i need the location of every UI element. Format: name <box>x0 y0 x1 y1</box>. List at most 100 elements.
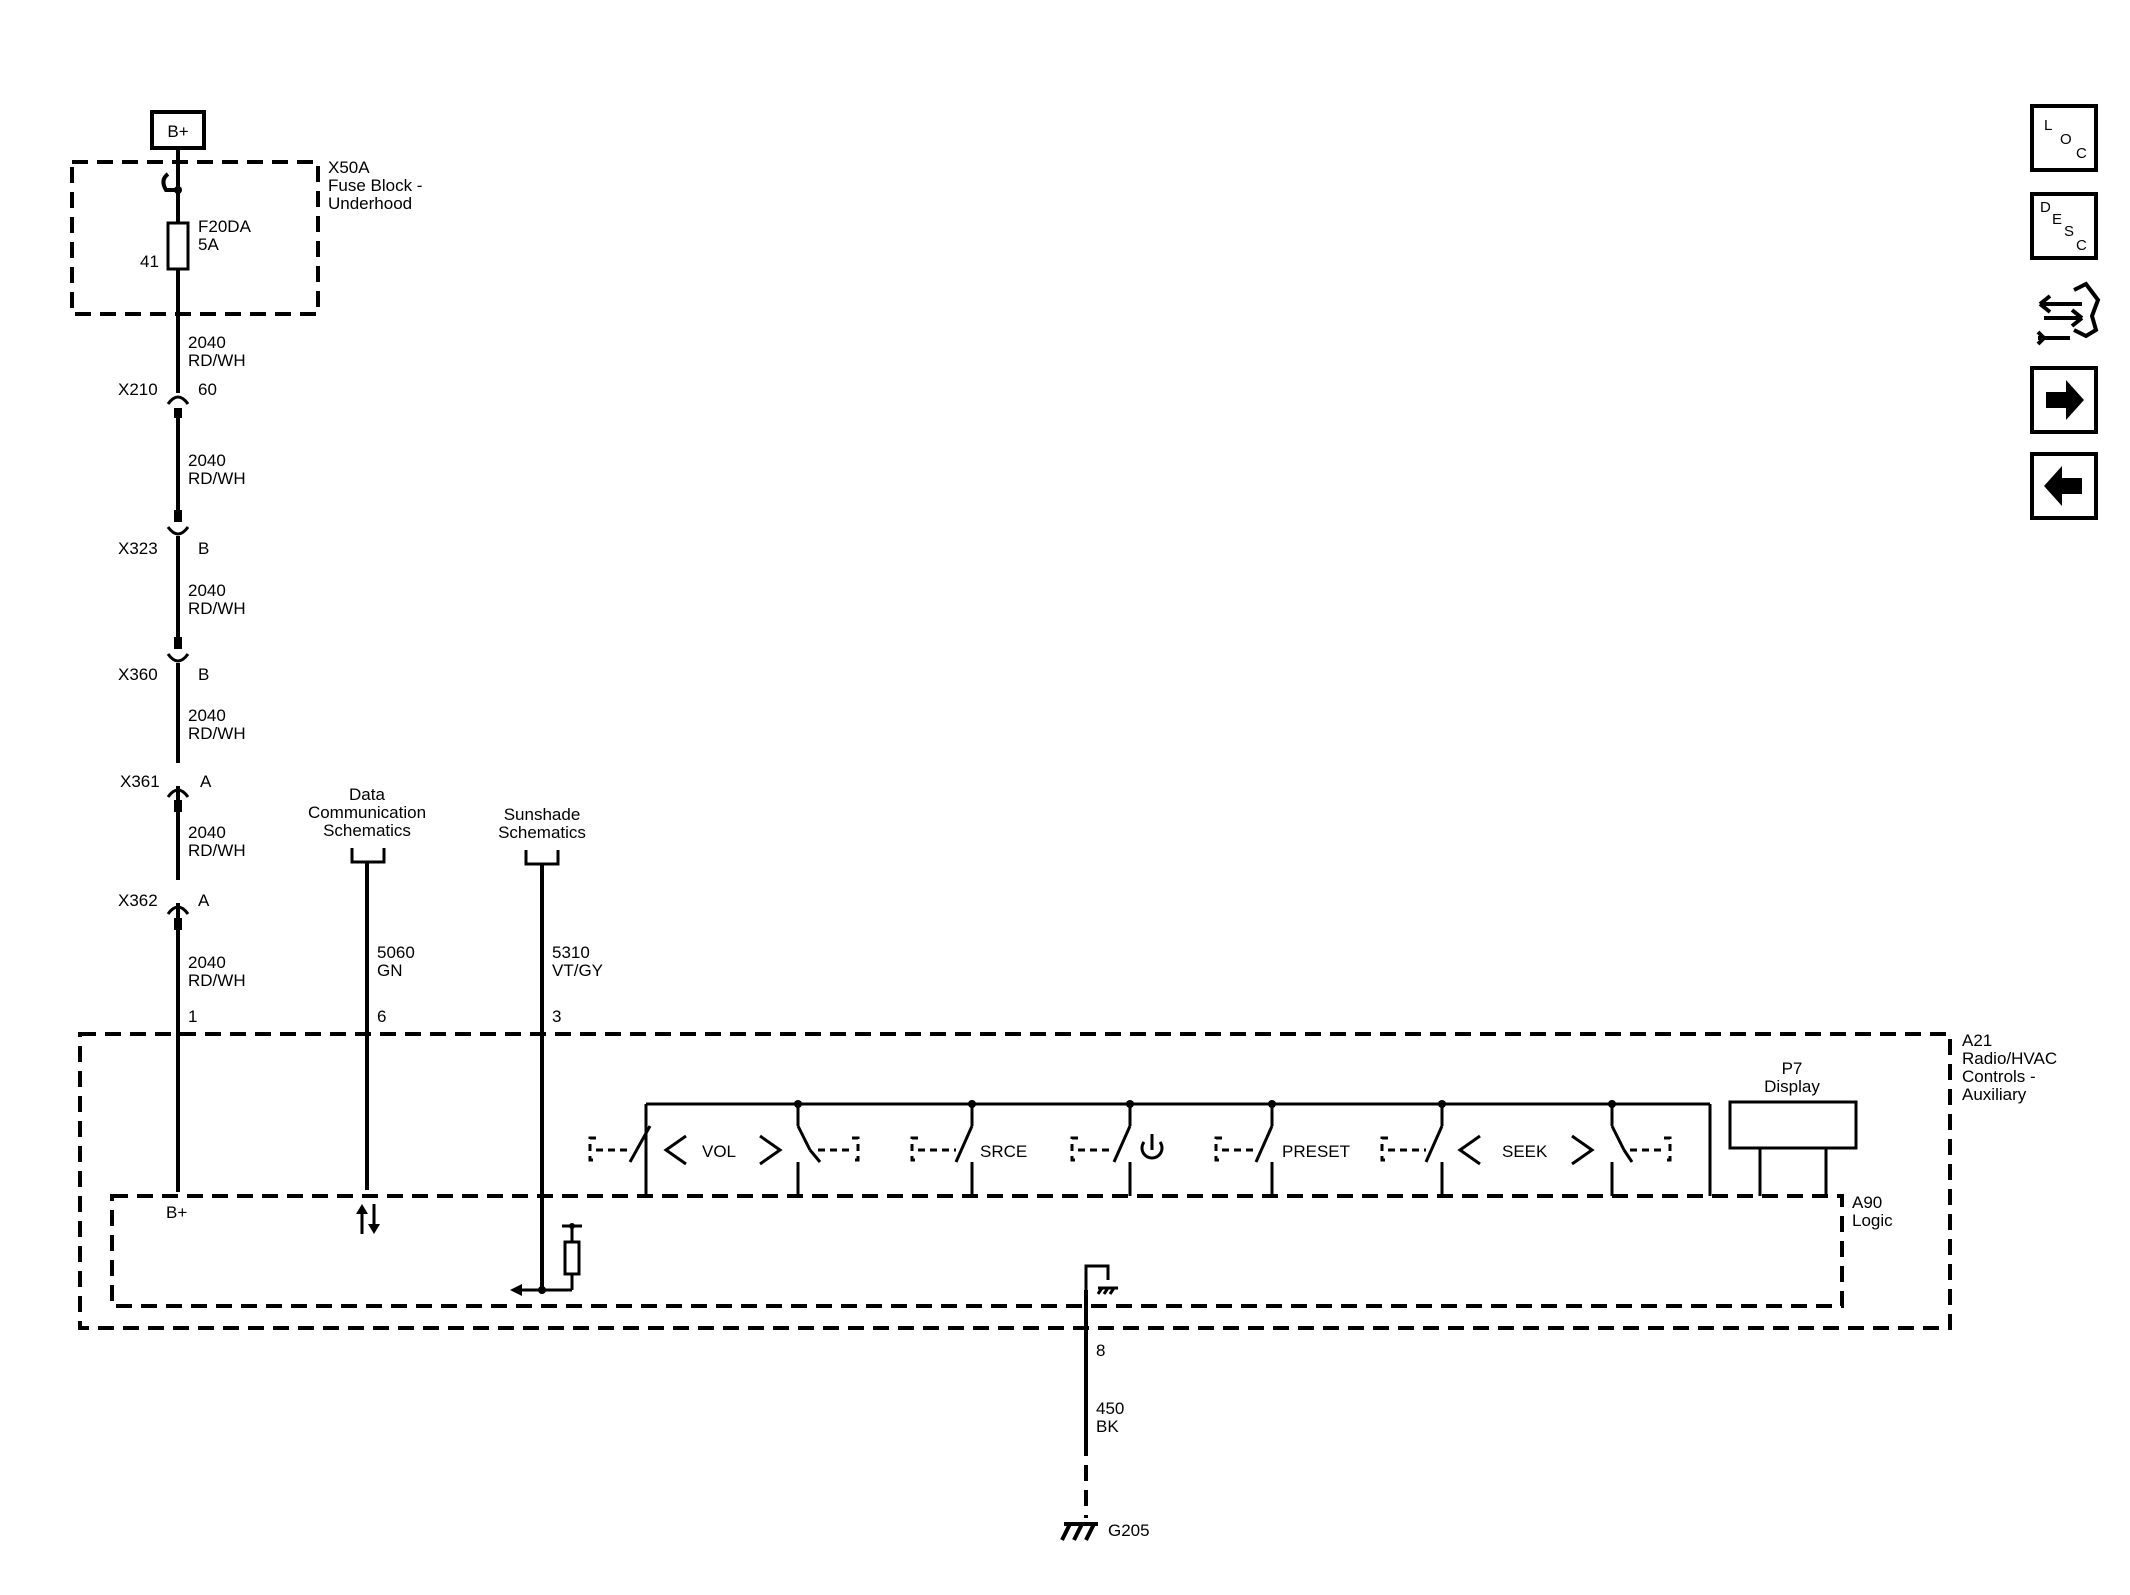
logic-desc: Logic <box>1852 1211 1893 1230</box>
switch-preset: PRESET <box>1214 1125 1350 1196</box>
module-desc-2: Controls - <box>1962 1067 2036 1086</box>
power-icon <box>1140 1134 1164 1160</box>
power-source: B+ <box>150 110 206 150</box>
module-desc-3: Auxiliary <box>1962 1085 2027 1104</box>
wire-circuit-4: 2040 <box>188 706 226 725</box>
wire-circuit-5: 2040 <box>188 823 226 842</box>
display-name: P7 <box>1782 1059 1803 1078</box>
fuse-name: F20DA <box>198 217 252 236</box>
wire-circuit-6: 2040 <box>188 953 226 972</box>
connector-x210-pin: 60 <box>198 380 217 399</box>
pullup-resistor-symbol <box>563 1240 581 1276</box>
nav-desc-letter-1: D <box>2040 199 2051 216</box>
chassis-ground-small-icon <box>1096 1286 1118 1295</box>
srce-label: SRCE <box>980 1142 1027 1161</box>
wire-color-3: RD/WH <box>188 599 246 618</box>
logic-bplus-label: B+ <box>166 1203 187 1222</box>
connector-x360-pin: B <box>198 665 209 684</box>
fuse-rating: 5A <box>198 235 219 254</box>
switch-seek: SEEK <box>1380 1125 1672 1196</box>
connector-x362-pin: A <box>198 891 210 910</box>
display-desc: Display <box>1764 1077 1820 1096</box>
arrow-left-signal-icon <box>510 1284 522 1296</box>
nav-desc-letter-2: E <box>2052 211 2062 228</box>
data-ref-line-2: Communication <box>308 803 426 822</box>
arrow-left-icon <box>2044 466 2082 506</box>
seek-label: SEEK <box>1502 1142 1548 1161</box>
ground-pin: 8 <box>1096 1341 1105 1360</box>
ground-name: G205 <box>1108 1521 1150 1540</box>
fuse-block-desc-2: Underhood <box>328 194 412 213</box>
module-pin-power: 1 <box>188 1007 197 1026</box>
sunshade-ref: Sunshade Schematics 5310 VT/GY 3 <box>498 805 603 1296</box>
data-ref-line-3: Schematics <box>323 821 411 840</box>
wire-circuit-3: 2040 <box>188 581 226 600</box>
connector-x361-pin: A <box>200 772 212 791</box>
preset-label: PRESET <box>1282 1142 1350 1161</box>
wire-color-4: RD/WH <box>188 724 246 743</box>
wire-labels-2040: 2040 RD/WH 2040 RD/WH 2040 RD/WH 2040 RD… <box>188 333 246 990</box>
connector-x323-name: X323 <box>118 539 158 558</box>
bidirectional-arrow-icon <box>356 1204 380 1234</box>
ground-circuit: 8 450 BK G205 <box>1060 1264 1150 1541</box>
seek-up-icon <box>1571 1134 1595 1166</box>
wire-color-2: RD/WH <box>188 469 246 488</box>
fuse-symbol <box>166 221 190 271</box>
nav-loc-letter-3: C <box>2076 145 2087 162</box>
data-ref-line-1: Data <box>349 785 385 804</box>
module-name: A21 <box>1962 1031 1992 1050</box>
connector-x323-pin: B <box>198 539 209 558</box>
nav-loc-letter-1: L <box>2044 117 2052 134</box>
fuse-pin: 41 <box>140 252 159 271</box>
data-wire-pin: 6 <box>377 1007 386 1026</box>
connector-x361: X361 A <box>120 772 212 812</box>
seek-down-icon <box>1457 1134 1481 1166</box>
logic-name: A90 <box>1852 1193 1882 1212</box>
fuse-block: X50A Fuse Block - Underhood F20DA 5A 41 <box>70 158 422 316</box>
sunshade-wire-pin: 3 <box>552 1007 561 1026</box>
sunshade-ref-line-2: Schematics <box>498 823 586 842</box>
data-communication-ref: Data Communication Schematics 5060 GN 6 <box>308 785 426 1234</box>
display-p7: P7 Display <box>1728 1059 1858 1196</box>
connector-x360-name: X360 <box>118 665 158 684</box>
wire-circuit-1: 2040 <box>188 333 226 352</box>
connector-x323: X323 B <box>118 510 209 558</box>
switch-bus <box>644 1100 1712 1196</box>
connector-x362: X362 A <box>118 891 210 930</box>
connector-x210: X210 60 <box>118 380 217 418</box>
vol-label: VOL <box>702 1142 736 1161</box>
ground-circuit-num: 450 <box>1096 1399 1124 1418</box>
logic-a90: A90 Logic B+ <box>110 1193 1893 1308</box>
wire-circuit-2: 2040 <box>188 451 226 470</box>
ground-color: BK <box>1096 1417 1119 1436</box>
fuse-block-desc-1: Fuse Block - <box>328 176 422 195</box>
arrow-right-button[interactable] <box>2030 366 2098 434</box>
arrow-left-button[interactable] <box>2030 452 2098 520</box>
switch-power <box>1070 1125 1164 1196</box>
module-desc-1: Radio/HVAC <box>1962 1049 2057 1068</box>
bus-bar-symbol <box>161 172 178 192</box>
connector-x361-name: X361 <box>120 772 160 791</box>
nav-desc-button[interactable]: D E S C <box>2030 192 2098 260</box>
connector-x362-name: X362 <box>118 891 158 910</box>
nav-loc-letter-2: O <box>2060 131 2072 148</box>
sunshade-wire-circuit: 5310 <box>552 943 590 962</box>
ground-icon <box>1060 1522 1098 1541</box>
module-a21: A21 Radio/HVAC Controls - Auxiliary 1 <box>78 1007 2057 1330</box>
fuse-block-name: X50A <box>328 158 370 177</box>
sunshade-ref-line-1: Sunshade <box>504 805 581 824</box>
nav-desc-letter-3: S <box>2064 223 2074 240</box>
vol-up-icon <box>759 1134 783 1166</box>
switch-srce: SRCE <box>910 1125 1027 1196</box>
power-source-label: B+ <box>167 122 188 141</box>
data-wire-color: GN <box>377 961 403 980</box>
nav-loc-button[interactable]: L O C <box>2030 104 2098 172</box>
wire-color-5: RD/WH <box>188 841 246 860</box>
connector-tool-icon[interactable] <box>2036 281 2101 346</box>
connector-x210-name: X210 <box>118 380 158 399</box>
nav-desc-letter-4: C <box>2076 237 2087 254</box>
arrow-right-icon <box>2046 380 2084 420</box>
wire-color-6: RD/WH <box>188 971 246 990</box>
sunshade-wire-color: VT/GY <box>552 961 603 980</box>
